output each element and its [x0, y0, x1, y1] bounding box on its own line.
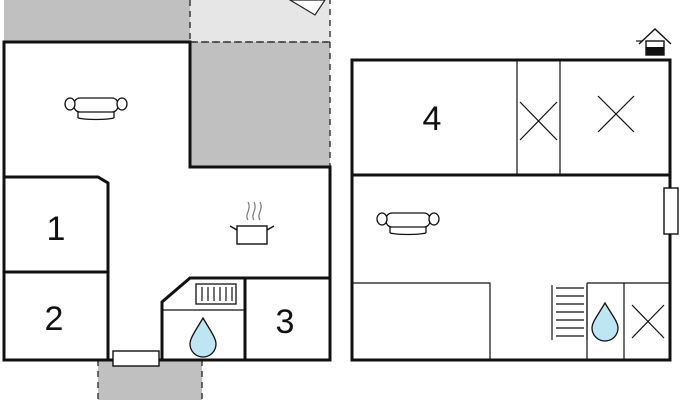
cooking-pot-icon: [229, 201, 275, 245]
closet-x-icon: [519, 101, 558, 141]
wall-bathroom: [160, 276, 330, 360]
room-label-3: 3: [276, 303, 295, 341]
upper-floor-outer-wall: [350, 58, 672, 362]
window-icon: [663, 187, 679, 235]
closet-x-icon-3: [631, 304, 665, 339]
sofa-icon: [64, 97, 128, 121]
wall-bottom-left-room: [352, 282, 491, 360]
entrance-door: [112, 350, 160, 367]
ground-floor-outer-wall: [2, 40, 332, 362]
terrace-top-right: [190, 0, 330, 42]
wall-room1: [4, 175, 110, 274]
room-label-4: 4: [423, 100, 442, 138]
radiator-icon: [195, 283, 237, 305]
staircase-icon: [551, 285, 588, 340]
compass-house-icon: [636, 28, 672, 56]
terrace-entrance: [98, 360, 202, 400]
shower-drop-icon: [189, 316, 217, 358]
terrace-side: [190, 42, 330, 167]
upper-floor: 4: [350, 28, 679, 362]
ground-floor: 1 2 3: [2, 0, 332, 400]
shower-drop-icon: [591, 301, 619, 342]
sofa-icon: [376, 212, 440, 236]
closet-x-icon-2: [597, 95, 635, 133]
compass-pointer-shape: [288, 0, 326, 16]
room-label-1: 1: [47, 210, 66, 248]
terrace-top-left: [4, 0, 190, 42]
room-label-2: 2: [45, 300, 64, 338]
